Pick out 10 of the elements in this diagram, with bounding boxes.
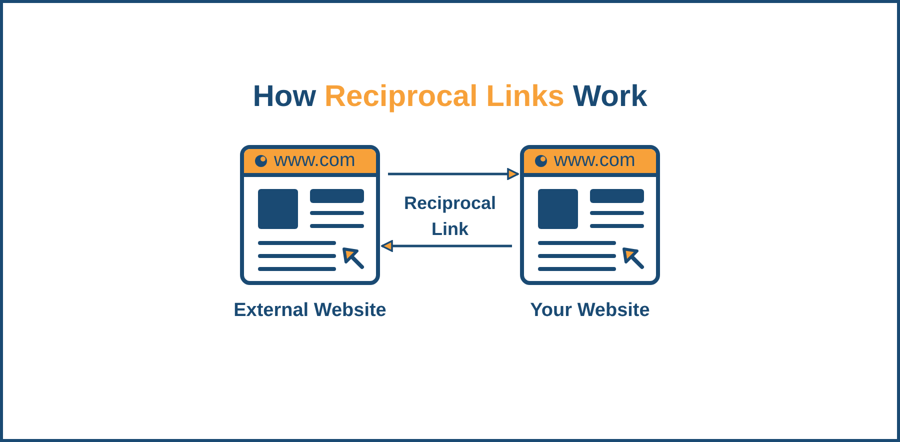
- node-caption: External Website: [232, 300, 388, 322]
- browser-window: [520, 145, 660, 285]
- arrow: [388, 168, 519, 180]
- title: How Reciprocal Links Work: [252, 80, 648, 114]
- url-text: www.com: [554, 151, 636, 171]
- url-text: www.com: [274, 151, 356, 171]
- node-caption: Your Website: [529, 300, 651, 322]
- arrow: [381, 240, 512, 252]
- browser-window: [240, 145, 380, 285]
- label-text: Reciprocal Link: [402, 192, 498, 241]
